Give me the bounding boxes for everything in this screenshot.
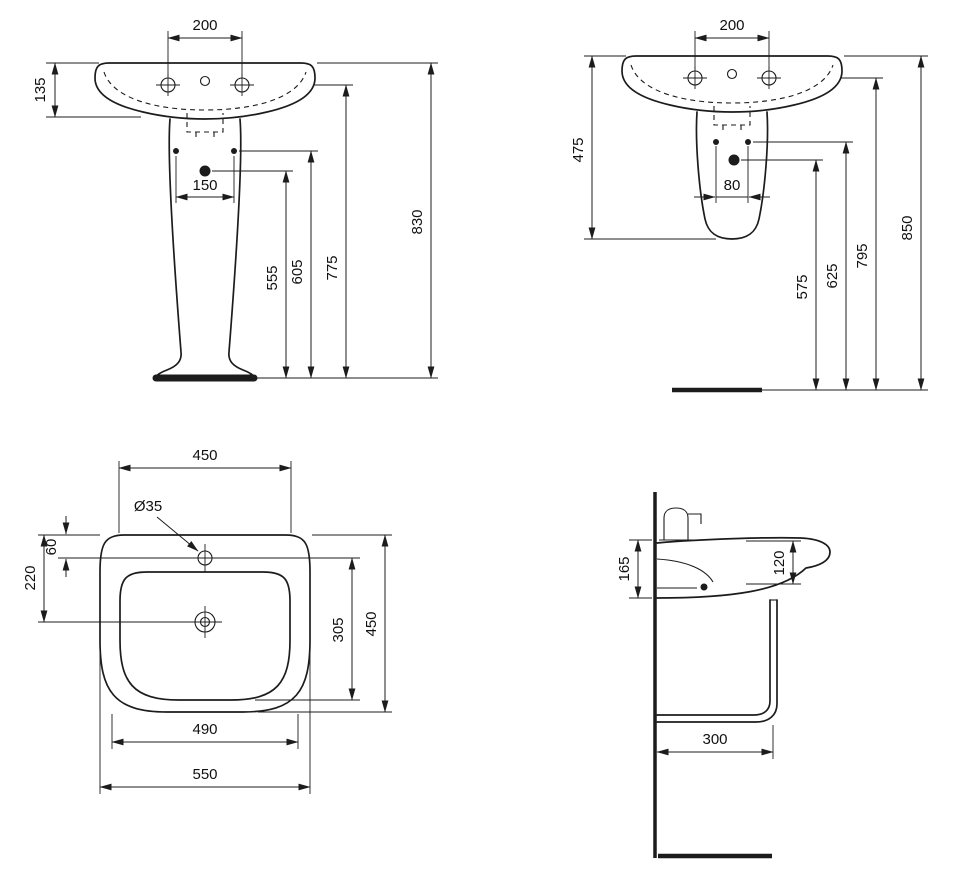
tap-profile <box>659 507 702 541</box>
dimensions-side: 165 120 300 <box>616 539 801 759</box>
dim-height-bolt-holes: 625 <box>824 263 841 288</box>
dim-tap-hole-diameter: Ø35 <box>134 498 162 515</box>
dim-apron-height: 165 <box>616 556 633 581</box>
dim-height-bolt-holes: 605 <box>289 259 306 284</box>
dim-fixing-centres: 80 <box>724 177 741 194</box>
dim-height-rim-underside: 775 <box>324 255 341 280</box>
dim-height-overall: 850 <box>899 215 916 240</box>
dim-bowl-length: 305 <box>330 617 347 642</box>
dim-fixing-centres: 150 <box>192 177 217 194</box>
dim-inner-depth: 120 <box>771 550 788 575</box>
basin-outline <box>99 534 311 713</box>
view-front-pedestal: 200 135 150 555 605 775 830 <box>32 17 438 382</box>
pedestal <box>152 118 258 382</box>
dimensions-plan: 450 Ø35 60 220 305 450 490 550 <box>22 447 392 794</box>
dim-height-rim-underside: 795 <box>854 243 871 268</box>
dim-tap-centres: 200 <box>192 17 217 34</box>
view-front-semipedestal: 200 475 80 575 625 795 850 <box>570 17 928 393</box>
dim-lower-width: 490 <box>192 721 217 738</box>
dim-overall-width: 550 <box>192 766 217 783</box>
dim-height-overall: 830 <box>409 209 426 234</box>
dim-overall-depth: 450 <box>363 611 380 636</box>
dim-tap-hole-offset: 60 <box>43 539 60 556</box>
dim-top-width: 450 <box>192 447 217 464</box>
dim-basin-semiped-height: 475 <box>570 137 587 162</box>
dimensions-front-pedestal: 200 135 150 555 605 775 830 <box>32 17 438 379</box>
tap-holes <box>156 74 254 96</box>
basin-outline <box>94 62 316 140</box>
semi-pedestal-profile <box>656 599 778 723</box>
semi-pedestal <box>695 111 769 240</box>
basin-outline <box>621 55 843 133</box>
tap-hole <box>58 544 360 572</box>
view-side: 165 120 300 <box>616 492 831 859</box>
tap-holes <box>683 67 781 89</box>
dim-height-fixing: 555 <box>264 265 281 290</box>
basin-profile <box>656 536 831 599</box>
drain <box>38 606 222 638</box>
dim-rim-height: 135 <box>32 77 49 102</box>
dim-tap-centres: 200 <box>719 17 744 34</box>
dim-projection: 300 <box>702 731 727 748</box>
dimensions-front-semipedestal: 200 475 80 575 625 795 850 <box>570 17 928 393</box>
dim-height-fixing: 575 <box>794 274 811 299</box>
view-plan: 450 Ø35 60 220 305 450 490 550 <box>22 447 392 794</box>
dim-drain-offset: 220 <box>22 565 39 590</box>
